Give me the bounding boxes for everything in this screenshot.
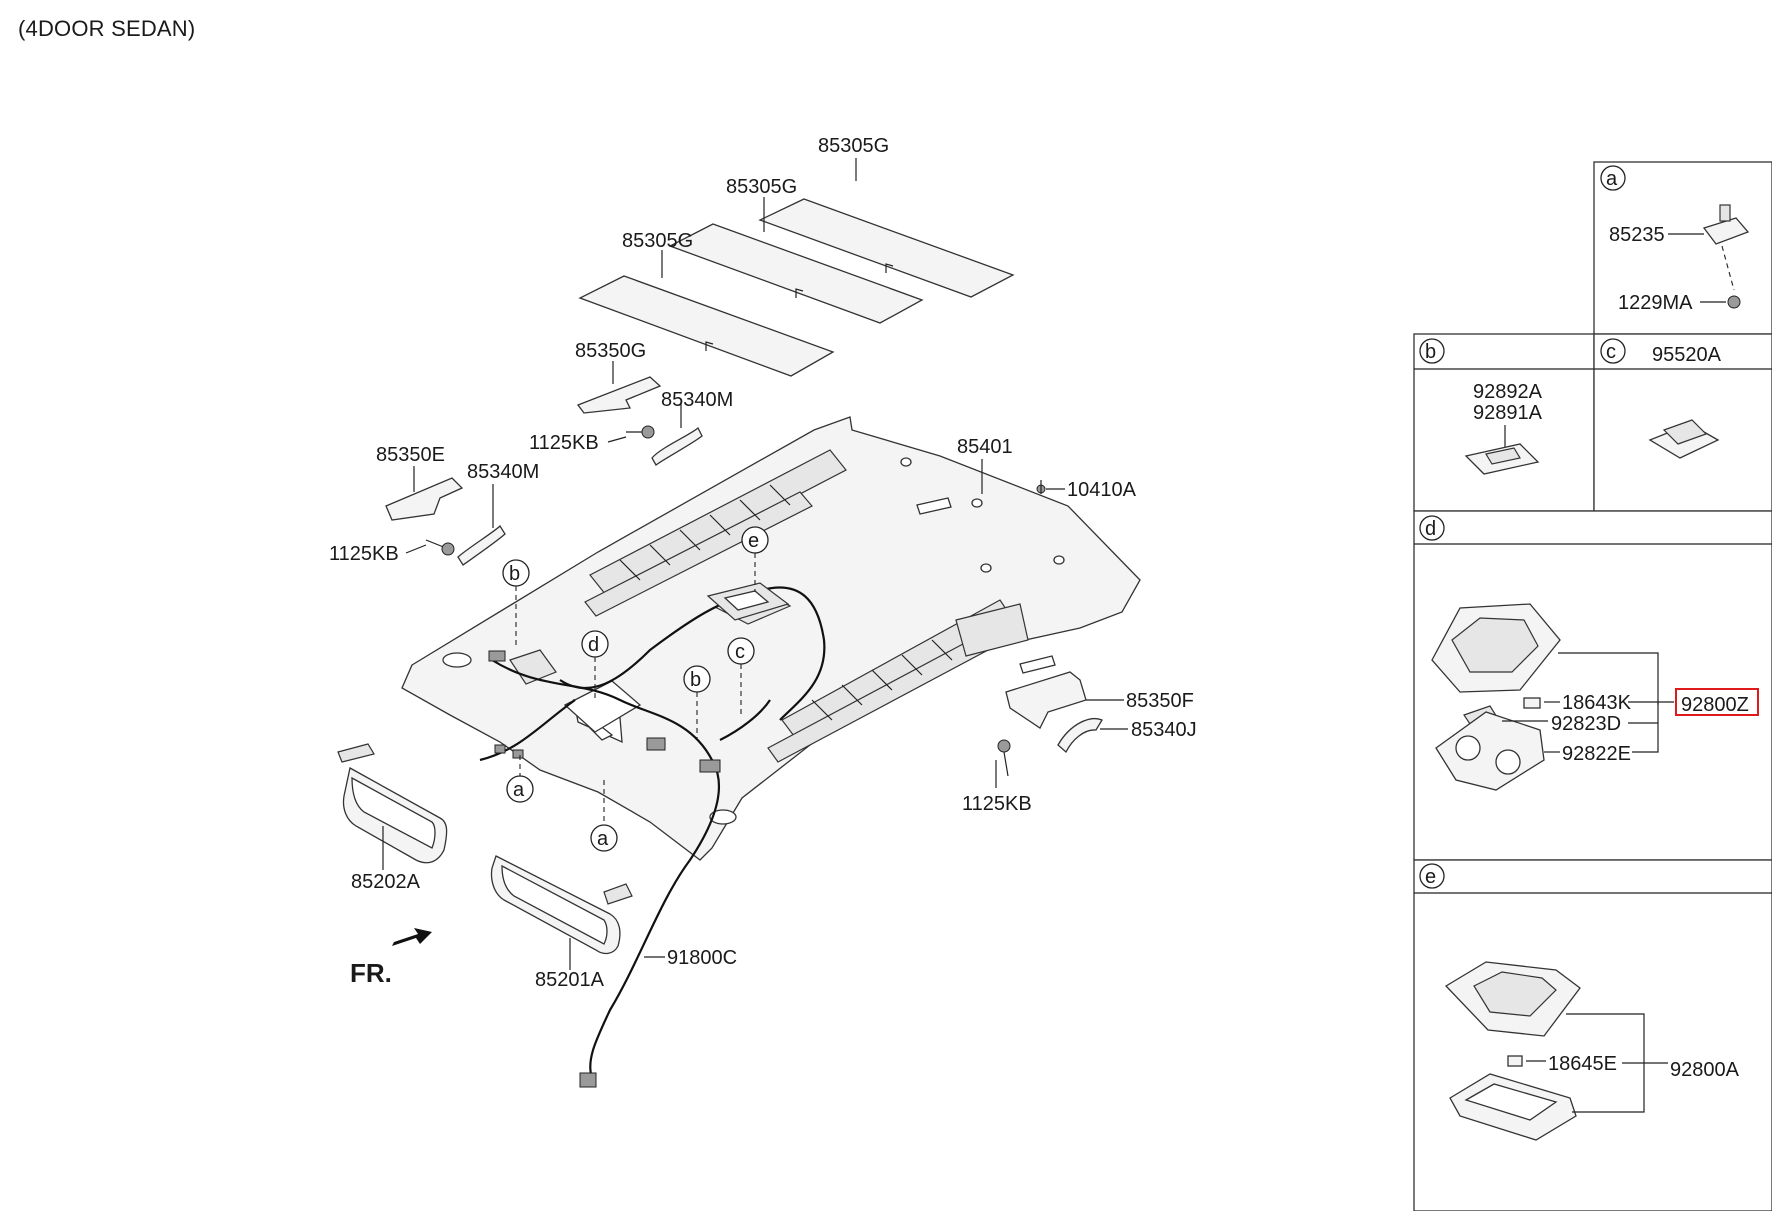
svg-text:a: a [1606, 168, 1618, 190]
svg-text:b: b [1425, 341, 1436, 363]
sunvisor-85201a[interactable] [490, 855, 633, 955]
label-bracket-right: 85350F [1126, 690, 1194, 712]
label-bolt-right: 1125KB [962, 793, 1032, 815]
leader-d-housing [1558, 652, 1659, 705]
cover-92822e[interactable] [1435, 711, 1545, 791]
label-sunvisor-left: 85202A [351, 871, 421, 893]
label-bolt-mid: 1125KB [329, 543, 399, 565]
leader-bolt-upper [607, 436, 627, 443]
overhead-console-housing[interactable] [1431, 603, 1561, 693]
label-pad-front: 85305G [622, 230, 693, 252]
label-handle-right: 85340J [1131, 719, 1197, 741]
room-lamp-lens[interactable] [1449, 1073, 1577, 1141]
svg-text:d: d [1425, 518, 1436, 540]
callout-b-left: b [502, 559, 530, 645]
panel-c: c 95520A [1593, 333, 1772, 512]
dome-lamp-installed[interactable] [706, 582, 790, 621]
panel-b: b 92892A 92891A [1413, 333, 1595, 512]
svg-text:d: d [588, 634, 599, 656]
label-handle-mid: 85340M [467, 461, 539, 483]
handle-85340m-upper[interactable] [651, 426, 703, 466]
label-handle-upper: 85340M [661, 389, 733, 411]
label-wiring: 91800C [667, 947, 737, 969]
roof-headlining[interactable] [401, 416, 1141, 861]
handle-85340j[interactable] [1057, 718, 1103, 754]
callout-d: d [581, 630, 609, 700]
bracket-85350e[interactable] [385, 477, 464, 521]
svg-text:b: b [509, 563, 520, 585]
label-headlining: 85401 [957, 436, 1013, 458]
label-18643k: 18643K [1562, 692, 1632, 714]
assembly-highlight [1675, 688, 1759, 716]
bulb-18645e[interactable] [1507, 1055, 1523, 1067]
roof-pad-middle[interactable] [668, 223, 924, 324]
sensor-95520a[interactable] [1648, 419, 1720, 459]
label-bracket-mid: 85350E [376, 444, 445, 466]
handle-85340m-mid[interactable] [457, 524, 506, 566]
label-18645e: 18645E [1548, 1053, 1617, 1075]
roof-pad-front[interactable] [578, 275, 835, 377]
callout-b-right: b [683, 665, 711, 738]
bracket-85350g[interactable] [576, 376, 662, 414]
svg-text:b: b [690, 669, 701, 691]
bracket-85350f[interactable] [1005, 671, 1087, 729]
svg-text:a: a [597, 828, 609, 850]
label-95520a: 95520A [1652, 344, 1722, 366]
roof-pad-rear[interactable] [758, 198, 1015, 298]
label-92822e: 92822E [1562, 743, 1631, 765]
panel-e: e 18645E 92800A [1413, 859, 1772, 1211]
callout-a-center: a [590, 780, 618, 852]
retainer-85235[interactable] [1702, 204, 1750, 245]
label-pad-rear: 85305G [818, 135, 889, 157]
bolt-1125kb-upper[interactable] [626, 425, 655, 439]
label-92800z: 92800Z [1681, 694, 1749, 716]
label-92823d: 92823D [1551, 713, 1621, 735]
svg-text:e: e [748, 530, 759, 552]
callout-e: e [741, 526, 769, 592]
bolt-1125kb-right[interactable] [997, 739, 1011, 777]
callout-c: c [727, 637, 755, 718]
label-92800a: 92800A [1670, 1059, 1740, 1081]
label-1229ma: 1229MA [1618, 292, 1693, 314]
diagram-title: (4DOOR SEDAN) [18, 16, 196, 41]
label-85235: 85235 [1609, 224, 1665, 246]
panel-a: a 85235 1229MA [1593, 161, 1772, 335]
panel-d: d 18643K 92823D 92822E 92800Z [1413, 510, 1772, 861]
front-label: FR. [350, 958, 392, 988]
leader-bolt-mid [405, 544, 427, 554]
svg-text:a: a [513, 779, 525, 801]
sunvisor-85202a[interactable] [337, 743, 448, 864]
bolt-1125kb-mid[interactable] [425, 539, 455, 556]
bulb-18643k[interactable] [1523, 697, 1541, 709]
label-clip: 10410A [1067, 479, 1137, 501]
label-sunvisor-right: 85201A [535, 969, 605, 991]
clip-part[interactable] [1036, 480, 1046, 494]
screw-1229ma[interactable] [1727, 295, 1741, 309]
switch-92892a[interactable] [1464, 443, 1540, 475]
callout-a-left: a [506, 755, 534, 803]
svg-text:c: c [1606, 341, 1616, 363]
label-92891a: 92891A [1473, 402, 1543, 424]
front-arrow-icon [392, 928, 432, 946]
room-lamp-housing[interactable] [1444, 961, 1581, 1037]
svg-text:e: e [1425, 866, 1436, 888]
svg-text:c: c [735, 641, 745, 663]
label-pad-middle: 85305G [726, 176, 797, 198]
label-92892a: 92892A [1473, 381, 1543, 403]
label-bolt-upper: 1125KB [529, 432, 599, 454]
label-bracket-upper: 85350G [575, 340, 646, 362]
